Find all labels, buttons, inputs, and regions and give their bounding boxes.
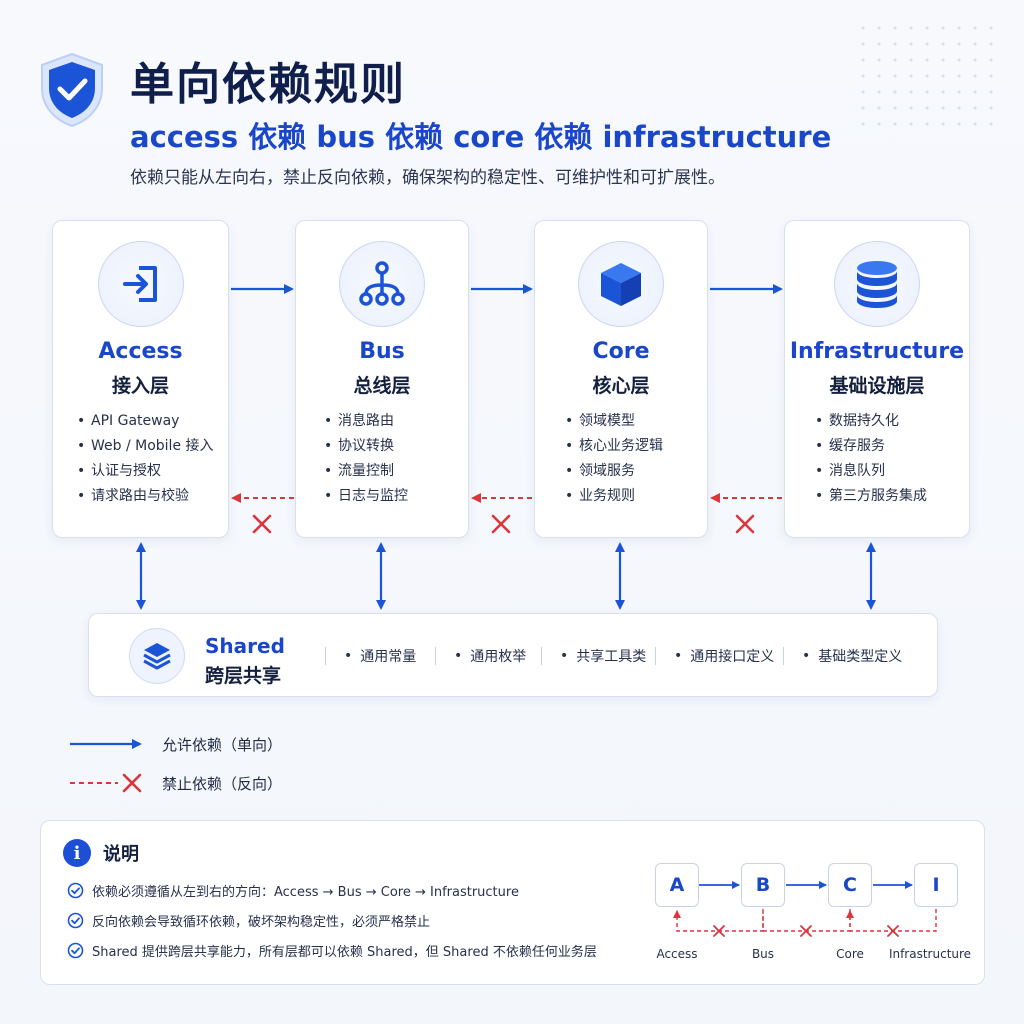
list-item: 认证与授权	[77, 459, 214, 484]
page-title: 单向依赖规则	[130, 59, 406, 110]
list-item: 第三方服务集成	[815, 484, 927, 509]
shared-item-label: 通用常量	[360, 649, 417, 665]
shared-item-label: 基础类型定义	[818, 649, 903, 665]
layer-name-en: Infrastructure	[789, 339, 965, 364]
mini-forbidden-i-c	[846, 909, 937, 932]
mini-forbidden-b-a	[673, 909, 764, 932]
layer-name-zh: 接入层	[111, 375, 169, 397]
list-item: API Gateway	[77, 409, 214, 434]
layers-icon	[129, 628, 185, 684]
mini-x-icon	[713, 925, 899, 937]
list-item: 请求路由与校验	[77, 484, 214, 509]
list-item: 流量控制	[324, 459, 408, 484]
database-icon	[834, 241, 920, 327]
page-subtitle: access 依赖 bus 依赖 core 依赖 infrastructure	[130, 120, 832, 154]
check-circle-icon	[67, 882, 84, 899]
layer-name-en: Access	[98, 339, 183, 364]
note-text: 依赖必须遵循从左到右的方向：Access → Bus → Core → Infr…	[92, 885, 519, 900]
page-description: 依赖只能从左向右，禁止反向依赖，确保架构的稳定性、可维护性和可扩展性。	[130, 168, 725, 188]
mini-box-core: C	[828, 863, 872, 907]
mini-label-core: Core	[836, 947, 864, 961]
check-circle-icon	[67, 942, 84, 959]
list-item: 领域模型	[565, 409, 663, 434]
layer-name-zh: 核心层	[592, 375, 650, 397]
mini-label-infrastructure: Infrastructure	[888, 947, 972, 961]
shared-name-zh: 跨层共享	[205, 665, 282, 687]
shared-item-label: 共享工具类	[576, 649, 647, 665]
list-item: •通用枚举	[435, 646, 541, 666]
shared-name-en: Shared	[205, 634, 285, 658]
mini-label-bus: Bus	[751, 947, 775, 961]
cube-icon	[578, 241, 664, 327]
layer-card-infrastructure: Infrastructure 基础设施层 数据持久化 缓存服务 消息队列 第三方…	[784, 220, 970, 538]
list-item: •基础类型定义	[783, 646, 902, 666]
list-item: 缓存服务	[815, 434, 927, 459]
layer-card-bus: Bus 总线层 消息路由 协议转换 流量控制 日志与监控	[295, 220, 469, 538]
legend-forbidden: 禁止依赖（反向）	[140, 773, 282, 794]
layer-card-access: Access 接入层 API Gateway Web / Mobile 接入 认…	[52, 220, 229, 538]
notes-title: 说明	[103, 844, 139, 865]
legend-forbidden-label: 禁止依赖（反向）	[162, 775, 283, 793]
notes-panel: i 说明 依赖必须遵循从左到右的方向：Access → Bus → Core →…	[40, 820, 985, 985]
list-item: 消息路由	[324, 409, 408, 434]
note-item: 依赖必须遵循从左到右的方向：Access → Bus → Core → Infr…	[67, 881, 519, 900]
legend-allowed-label: 允许依赖（单向）	[162, 736, 283, 754]
note-text: 反向依赖会导致循环依赖，破坏架构稳定性，必须严格禁止	[92, 915, 431, 930]
list-item: 领域服务	[565, 459, 663, 484]
shared-item-list: •通用常量 •通用枚举 •共享工具类 •通用接口定义 •基础类型定义	[325, 614, 902, 698]
list-item: 协议转换	[324, 434, 408, 459]
mini-label-access: Access	[656, 947, 698, 961]
shared-item-label: 通用接口定义	[690, 649, 775, 665]
layer-feature-list: 数据持久化 缓存服务 消息队列 第三方服务集成	[815, 409, 927, 509]
mini-box-infrastructure: I	[914, 863, 958, 907]
mini-dependency-diagram	[673, 881, 937, 937]
shared-item-label: 通用枚举	[470, 649, 527, 665]
layer-name-en: Core	[592, 339, 650, 364]
note-item: Shared 提供跨层共享能力，所有层都可以依赖 Shared，但 Shared…	[67, 941, 597, 960]
legend-allowed: 允许依赖（单向）	[140, 734, 282, 755]
list-item: 数据持久化	[815, 409, 927, 434]
list-item: •通用常量	[325, 646, 435, 666]
layer-feature-list: 消息路由 协议转换 流量控制 日志与监控	[324, 409, 408, 509]
list-item: 核心业务逻辑	[565, 434, 663, 459]
layer-feature-list: API Gateway Web / Mobile 接入 认证与授权 请求路由与校…	[77, 409, 214, 509]
layer-name-en: Bus	[359, 339, 405, 364]
shared-layer-bar: Shared 跨层共享 •通用常量 •通用枚举 •共享工具类 •通用接口定义 •…	[88, 613, 938, 697]
login-icon	[97, 241, 184, 327]
layer-feature-list: 领域模型 核心业务逻辑 领域服务 业务规则	[565, 409, 663, 509]
mini-box-bus: B	[741, 863, 785, 907]
layer-name-zh: 基础设施层	[829, 375, 925, 397]
mini-box-access: A	[655, 863, 699, 907]
mini-forbidden-c-b	[762, 909, 851, 932]
network-icon	[339, 241, 425, 327]
note-item: 反向依赖会导致循环依赖，破坏架构稳定性，必须严格禁止	[67, 911, 430, 930]
info-icon: i	[63, 839, 91, 867]
layer-name-zh: 总线层	[353, 375, 411, 397]
list-item: 业务规则	[565, 484, 663, 509]
list-item: •共享工具类	[541, 646, 655, 666]
decorative-dots	[855, 20, 1005, 130]
shield-check-icon	[41, 52, 103, 128]
note-text: Shared 提供跨层共享能力，所有层都可以依赖 Shared，但 Shared…	[92, 945, 597, 960]
list-item: 消息队列	[815, 459, 927, 484]
list-item: Web / Mobile 接入	[77, 434, 214, 459]
check-circle-icon	[67, 912, 84, 929]
list-item: 日志与监控	[324, 484, 408, 509]
layer-card-core: Core 核心层 领域模型 核心业务逻辑 领域服务 业务规则	[534, 220, 708, 538]
notes-header: i 说明	[63, 839, 139, 867]
legend-forbidden-x-icon	[122, 773, 142, 793]
list-item: •通用接口定义	[655, 646, 783, 666]
